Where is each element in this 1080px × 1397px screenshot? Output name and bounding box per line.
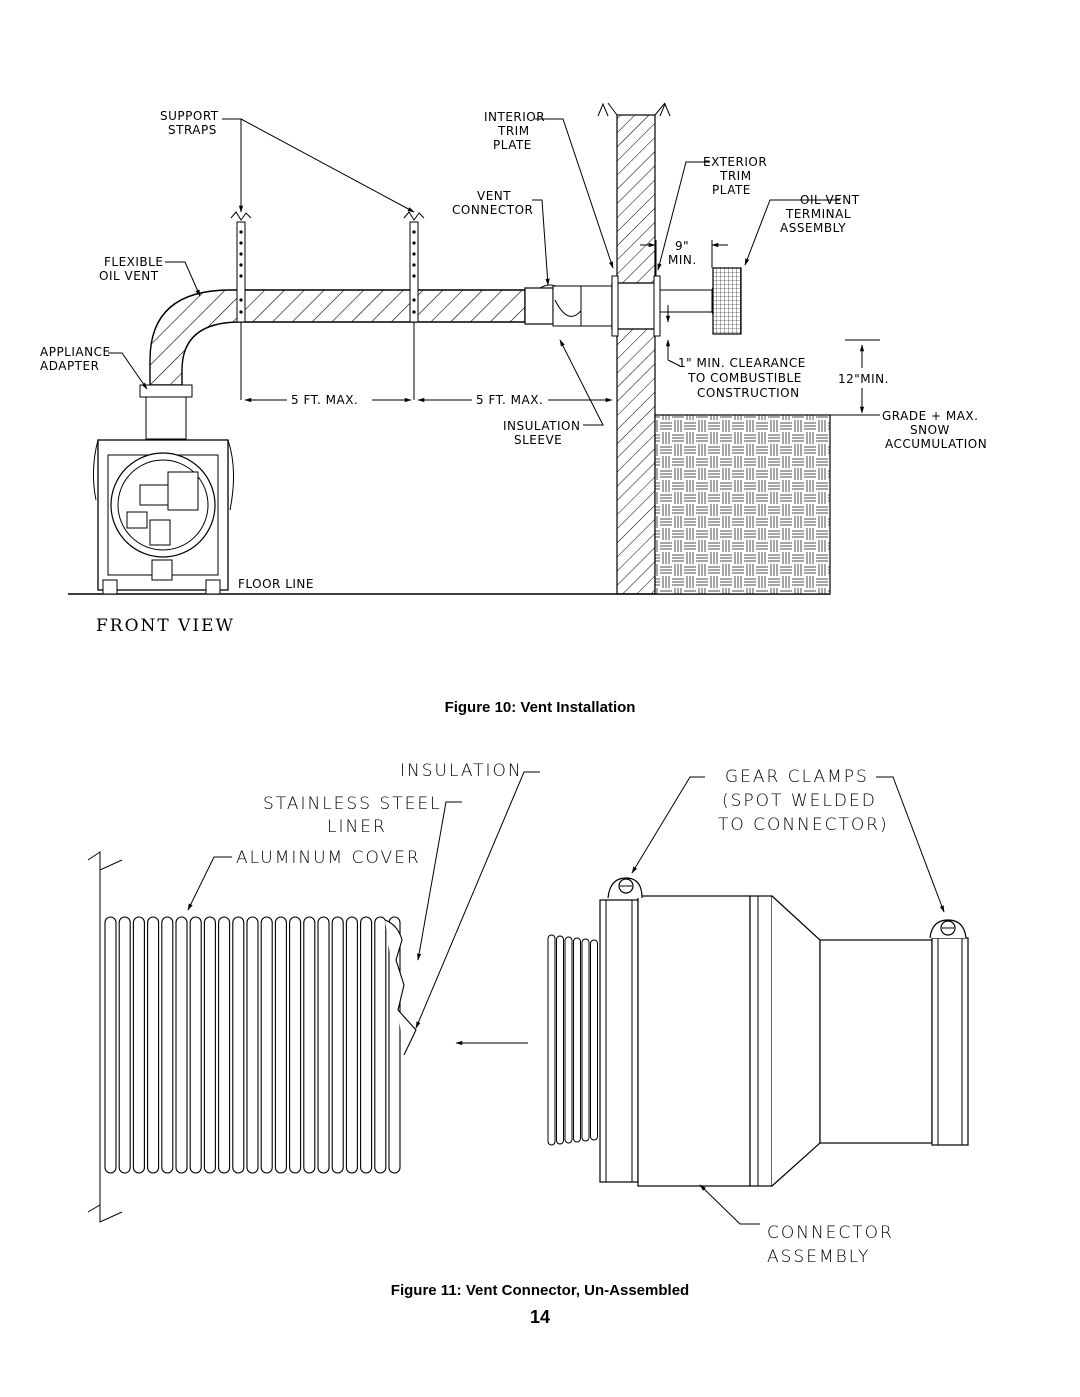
label-connector-1: CONNECTOR	[767, 1223, 894, 1243]
vent-rib	[203, 916, 216, 1174]
figure-11	[87, 771, 969, 1225]
label-gear-clamps-2: (SPOT WELDED	[722, 791, 877, 811]
label-support-straps-2: STRAPS	[168, 123, 217, 137]
page-number: 14	[529, 1307, 551, 1327]
label-twelve-min: 12"MIN.	[838, 372, 889, 386]
label-insulation-sleeve-1: INSULATION	[503, 419, 580, 433]
figure-10	[68, 102, 880, 595]
gear-clamp-screw-1	[607, 877, 643, 899]
vent-rib	[118, 916, 131, 1174]
flexible-vent-corrugated	[102, 915, 417, 1175]
gear-clamp-screw-2	[929, 919, 967, 939]
vent-rib	[260, 916, 273, 1174]
label-stainless-1: STAINLESS STEEL	[263, 794, 442, 814]
label-stainless-2: LINER	[327, 817, 387, 837]
label-interior-2: TRIM	[497, 124, 530, 138]
label-insulation: INSULATION	[400, 761, 523, 781]
vent-rib	[374, 916, 387, 1174]
vent-rib	[161, 916, 174, 1174]
oil-vent-terminal	[712, 267, 742, 335]
label-clearance-3: CONSTRUCTION	[697, 386, 800, 400]
label-flexible-1: FLEXIBLE	[104, 255, 163, 269]
label-oil-vent-2: TERMINAL	[785, 207, 851, 221]
label-flexible-2: OIL VENT	[99, 269, 159, 283]
insulation-sleeve	[611, 282, 659, 330]
flexible-oil-vent	[149, 289, 526, 386]
label-five-ft-2: 5 FT. MAX.	[476, 393, 543, 407]
label-insulation-sleeve-2: SLEEVE	[514, 433, 562, 447]
exterior-trim-plate	[653, 275, 661, 337]
vent-rib	[274, 916, 287, 1174]
label-exterior-1: EXTERIOR	[703, 155, 767, 169]
label-support-straps-1: SUPPORT	[160, 109, 219, 123]
vent-rib	[147, 916, 160, 1174]
connector-rib	[581, 938, 590, 1142]
connector-rib	[547, 934, 556, 1146]
interior-trim-plate	[611, 275, 619, 337]
connector-rib	[564, 936, 573, 1144]
vent-rib	[175, 916, 188, 1174]
vent-rib	[303, 916, 316, 1174]
support-straps	[230, 211, 425, 400]
break-line	[87, 851, 123, 1223]
connector-assembly	[547, 877, 969, 1187]
figure-10-caption: Figure 10: Vent Installation	[444, 699, 636, 716]
insulation-edge	[384, 919, 417, 1056]
label-exterior-3: PLATE	[712, 183, 751, 197]
label-grade-3: ACCUMULATION	[885, 437, 987, 451]
appliance-adapter	[139, 384, 193, 398]
foundation-masonry	[654, 414, 831, 595]
label-vent-connector-1: VENT	[477, 189, 511, 203]
vent-rib	[218, 916, 231, 1174]
vent-rib	[360, 916, 373, 1174]
label-nine-min-1: 9"	[675, 239, 689, 253]
vent-connector	[524, 284, 618, 327]
connector-rib	[556, 935, 564, 1145]
label-interior-3: PLATE	[493, 138, 532, 152]
label-clearance-1: 1" MIN. CLEARANCE	[678, 356, 806, 370]
vent-rib	[289, 916, 302, 1174]
connector-rib	[573, 937, 581, 1143]
label-nine-min-2: MIN.	[668, 253, 697, 267]
label-gear-clamps-3: TO CONNECTOR)	[718, 815, 889, 835]
label-exterior-2: TRIM	[719, 169, 752, 183]
vent-rib	[132, 916, 145, 1174]
label-clearance-2: TO COMBUSTIBLE	[687, 371, 802, 385]
vent-rib	[345, 916, 358, 1174]
label-interior-1: INTERIOR	[484, 110, 545, 124]
vent-rib	[232, 916, 245, 1174]
label-connector-2: ASSEMBLY	[767, 1247, 870, 1267]
label-gear-clamps-1: GEAR CLAMPS	[725, 767, 869, 787]
appliance	[92, 384, 235, 595]
wall	[597, 102, 671, 595]
label-grade-1: GRADE + MAX.	[882, 409, 978, 423]
label-aluminum-cover: ALUMINUM COVER	[236, 848, 421, 868]
vent-rib	[189, 916, 202, 1174]
label-floor-line: FLOOR LINE	[238, 577, 314, 591]
vent-rib	[104, 916, 117, 1174]
label-vent-connector-2: CONNECTOR	[452, 203, 533, 217]
label-appliance-2: ADAPTER	[40, 359, 99, 373]
vent-rib	[246, 916, 259, 1174]
figure-11-caption: Figure 11: Vent Connector, Un-Assembled	[390, 1282, 690, 1299]
label-oil-vent-3: ASSEMBLY	[780, 221, 846, 235]
label-oil-vent-1: OIL VENT	[800, 193, 860, 207]
vent-rib	[331, 916, 344, 1174]
connector-rib	[590, 939, 598, 1141]
label-appliance-1: APPLIANCE	[40, 345, 111, 359]
vent-rib	[317, 916, 330, 1174]
label-five-ft-1: 5 FT. MAX.	[291, 393, 358, 407]
label-front-view: FRONT VIEW	[96, 616, 235, 636]
label-grade-2: SNOW	[910, 423, 950, 437]
